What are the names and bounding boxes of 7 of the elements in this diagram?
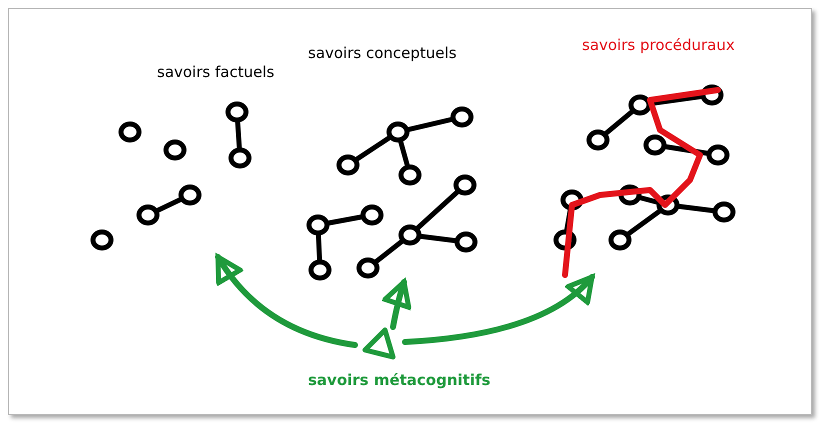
arrow — [215, 254, 358, 348]
arrow — [382, 279, 412, 330]
node-title: savoirs métacognitifs — [308, 371, 490, 389]
arrow — [402, 274, 595, 345]
node-title: savoirs procéduraux — [582, 36, 735, 54]
node-title: savoirs factuels — [157, 63, 274, 81]
node-title: savoirs conceptuels — [308, 44, 457, 62]
